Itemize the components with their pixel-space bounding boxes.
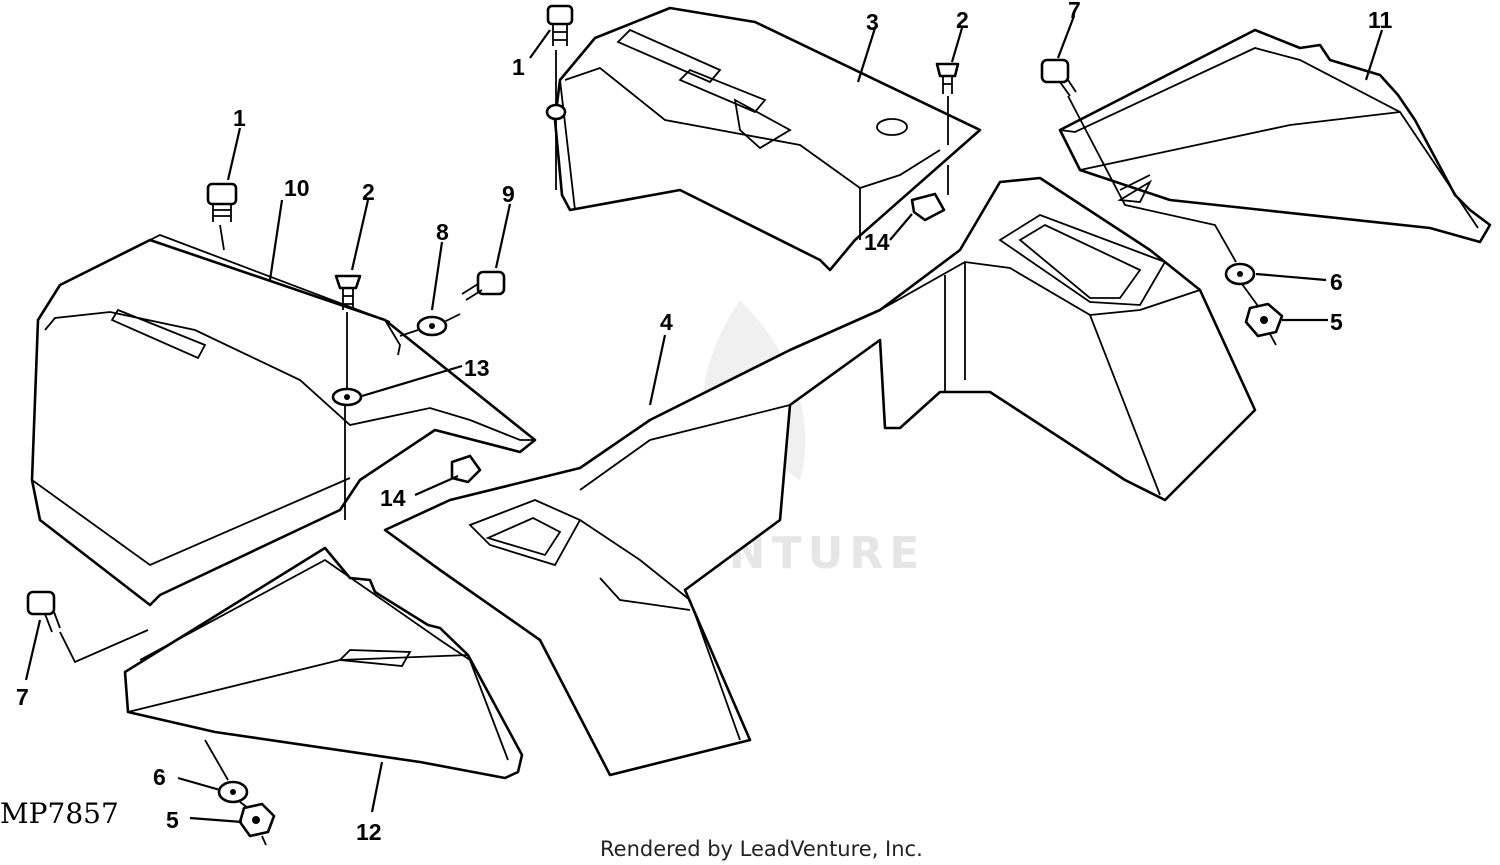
callout-7-left: 7: [16, 684, 29, 710]
carriage-bolt-2-left: [334, 274, 362, 310]
callout-2-right: 2: [956, 7, 969, 33]
cap-screw-1-left: [206, 182, 238, 222]
clip-14-right: [910, 192, 946, 222]
flange-nut-9: [461, 270, 506, 301]
callout-14-left: 14: [380, 485, 406, 511]
cap-screw-1-right: [545, 4, 574, 121]
callout-11: 11: [1368, 7, 1393, 33]
clip-14-left: [450, 454, 482, 484]
callout-13: 13: [464, 355, 490, 381]
callout-4: 4: [660, 309, 673, 335]
callout-1-left: 1: [233, 105, 246, 131]
washer-6-left: [217, 780, 249, 804]
callout-7-right: 7: [1068, 0, 1081, 23]
washer-13: [331, 387, 363, 407]
callout-14-right: 14: [864, 229, 890, 255]
callout-5-right: 5: [1330, 309, 1343, 335]
callout-6-left: 6: [153, 764, 166, 790]
callout-10: 10: [284, 175, 310, 201]
callout-12: 12: [356, 819, 382, 845]
cap-screw-7-left: [26, 590, 61, 633]
left-skirt-part-12: [123, 546, 524, 780]
leader-lines: [24, 15, 1384, 824]
right-skirt-part-11: [1058, 28, 1492, 244]
callout-8: 8: [436, 219, 449, 245]
callout-2-left: 2: [362, 179, 375, 205]
figure-id: MP7857: [0, 797, 119, 830]
render-credit: Rendered by LeadVenture, Inc.: [600, 837, 923, 861]
callout-6-right: 6: [1330, 269, 1343, 295]
nut-5-right: [1244, 302, 1284, 338]
callout-1-right-bolt: 1: [512, 54, 525, 80]
cap-screw-7-right: [1040, 58, 1077, 97]
washer-6-right: [1224, 262, 1256, 286]
callout-labels: 1 3 2 7 11 1 10 2 9 8 13 14 14 4 6 5 7 6…: [16, 0, 1393, 845]
washer-8: [416, 315, 448, 337]
left-fender-part-10: [30, 234, 537, 607]
assembly-lines: [59, 50, 1277, 846]
callout-5-left: 5: [166, 807, 179, 833]
nut-5-left: [238, 802, 276, 838]
callout-9: 9: [502, 181, 515, 207]
callout-3: 3: [866, 9, 879, 35]
right-fender-part-3: [553, 6, 982, 272]
carriage-bolt-2-right: [935, 62, 960, 94]
fender-support-part-4: [383, 176, 1257, 777]
